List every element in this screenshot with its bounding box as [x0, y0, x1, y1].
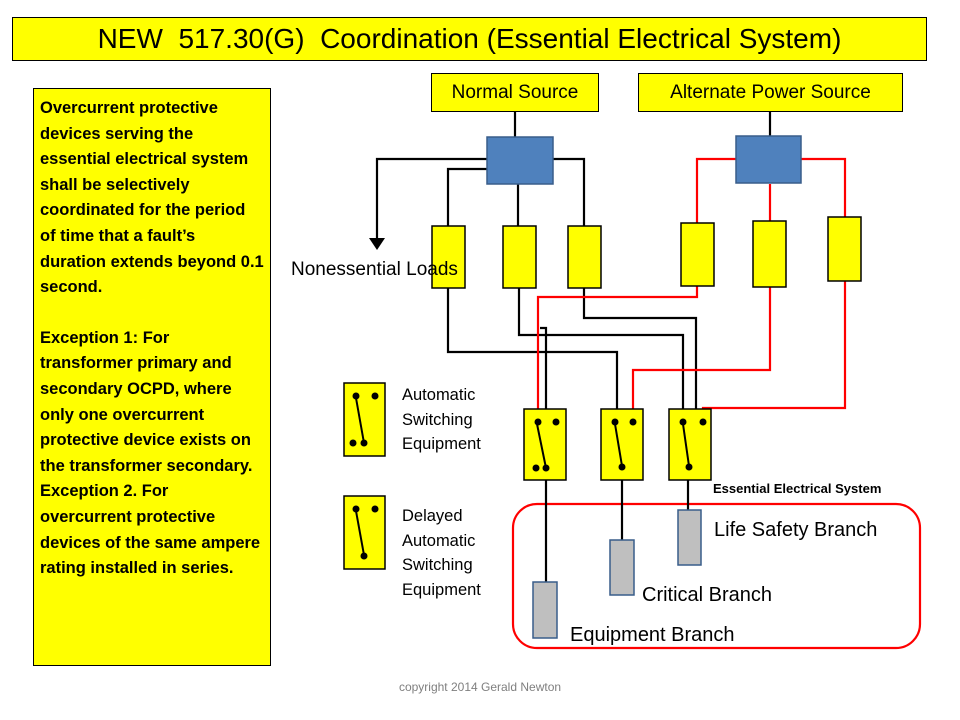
- equipment-branch-panel: [532, 581, 558, 639]
- essential-system-outline: [511, 502, 922, 650]
- alternate-breaker: [680, 222, 715, 287]
- nonessential-loads-label: Nonessential Loads: [291, 259, 458, 280]
- normal-breaker: [502, 225, 537, 289]
- life-safety-branch-panel: [677, 509, 702, 566]
- delayed-switch-legend-icon: [343, 495, 386, 570]
- transfer-switch: [668, 408, 712, 481]
- alternate-breaker: [752, 220, 787, 288]
- nonessential-arrow-icon: [369, 238, 385, 250]
- life-safety-branch-label: Life Safety Branch: [714, 519, 878, 541]
- normal-breaker: [567, 225, 602, 289]
- equipment-branch-label: Equipment Branch: [570, 624, 735, 646]
- note-exception-1: Exception 1: For transformer primary and…: [40, 328, 253, 475]
- delayed-switching-label: Delayed Automatic Switching Equipment: [402, 507, 481, 599]
- automatic-switch-legend-icon: [343, 382, 386, 457]
- alternate-source-label: Alternate Power Source: [638, 73, 903, 112]
- normal-breaker: [431, 225, 466, 289]
- copyright-text: copyright 2014 Gerald Newton: [398, 680, 562, 694]
- note-main-text: Overcurrent protective devices serving t…: [40, 99, 264, 297]
- essential-system-title: Essential Electrical System: [713, 481, 882, 496]
- critical-branch-label: Critical Branch: [642, 584, 773, 606]
- alternate-breaker: [827, 216, 862, 282]
- critical-branch-panel: [609, 539, 635, 596]
- alternate-switchgear: [735, 135, 802, 184]
- automatic-switching-label: Automatic Switching Equipment: [402, 386, 481, 453]
- page-title: NEW 517.30(G) Coordination (Essential El…: [12, 17, 927, 61]
- transfer-switch: [600, 408, 644, 481]
- requirement-note: Overcurrent protective devices serving t…: [33, 88, 271, 666]
- normal-source-label: Normal Source: [431, 73, 599, 112]
- normal-switchgear: [486, 136, 554, 185]
- note-exception-2: Exception 2. For overcurrent protective …: [40, 482, 261, 578]
- transfer-switch: [523, 408, 567, 481]
